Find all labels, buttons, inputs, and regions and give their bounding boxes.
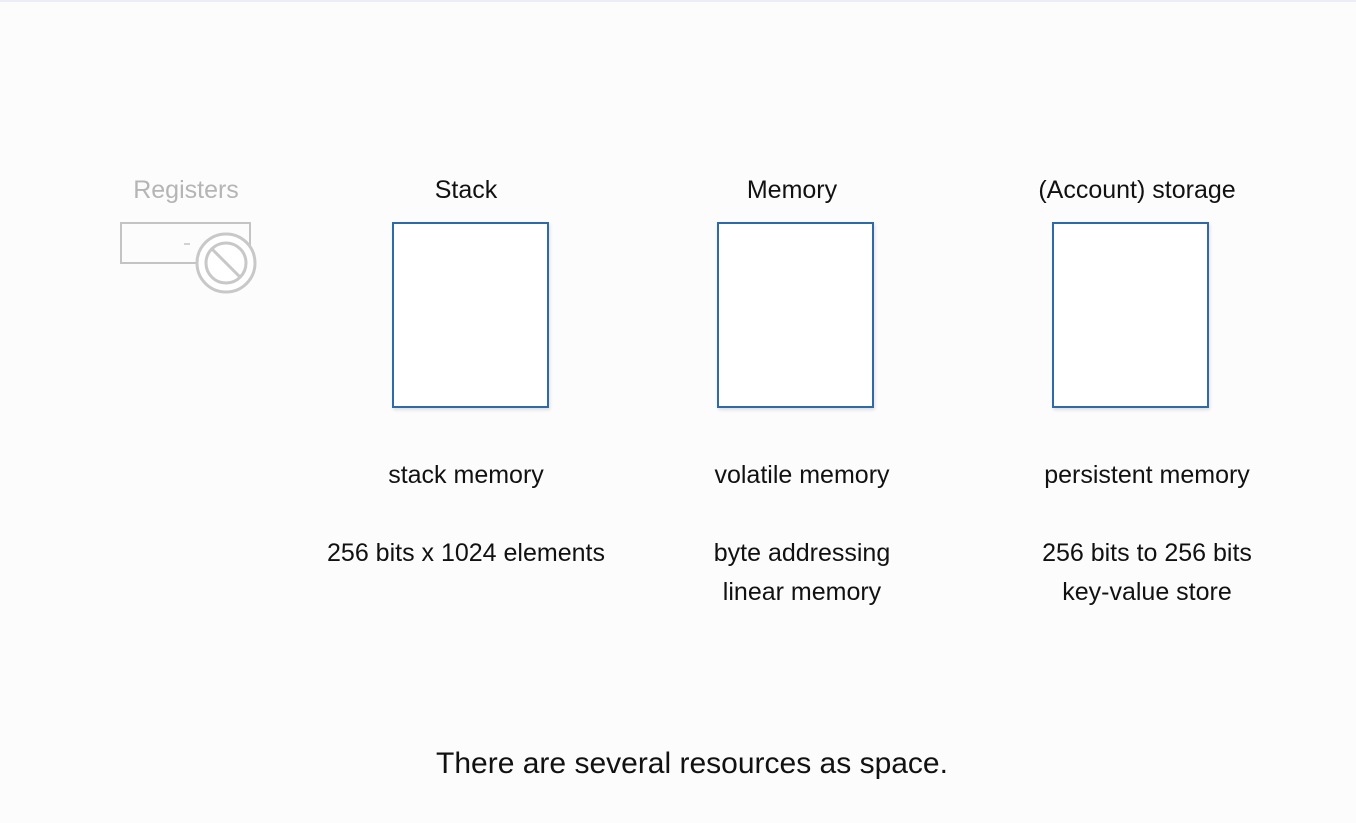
storage-kind: persistent memory (1044, 461, 1250, 489)
storage-detail-line: 256 bits to 256 bits (1042, 539, 1252, 567)
memory-kind: volatile memory (714, 461, 890, 489)
memory-detail-line: byte addressing (713, 539, 891, 567)
memory-box (717, 222, 874, 408)
stack-title: Stack (434, 176, 498, 204)
storage-detail-line: key-value store (1062, 578, 1232, 606)
memory-title: Memory (746, 176, 838, 204)
registers-title: Registers (133, 176, 239, 204)
stack-box (392, 222, 549, 408)
storage-box (1052, 222, 1209, 408)
stack-kind: stack memory (388, 461, 544, 489)
top-rule (0, 0, 1356, 2)
no-entry-icon (195, 232, 257, 294)
stack-details: 256 bits x 1024 elements (327, 534, 605, 573)
registers-disabled-icon (120, 222, 257, 294)
stack-detail-line: 256 bits x 1024 elements (327, 539, 605, 567)
memory-details: byte addressing linear memory (714, 534, 891, 612)
register-box-icon (120, 222, 251, 264)
storage-title: (Account) storage (1038, 176, 1236, 204)
memory-detail-line: linear memory (722, 578, 882, 606)
storage-details: 256 bits to 256 bits key-value store (1042, 534, 1252, 612)
slide-caption: There are several resources as space. (436, 747, 948, 780)
